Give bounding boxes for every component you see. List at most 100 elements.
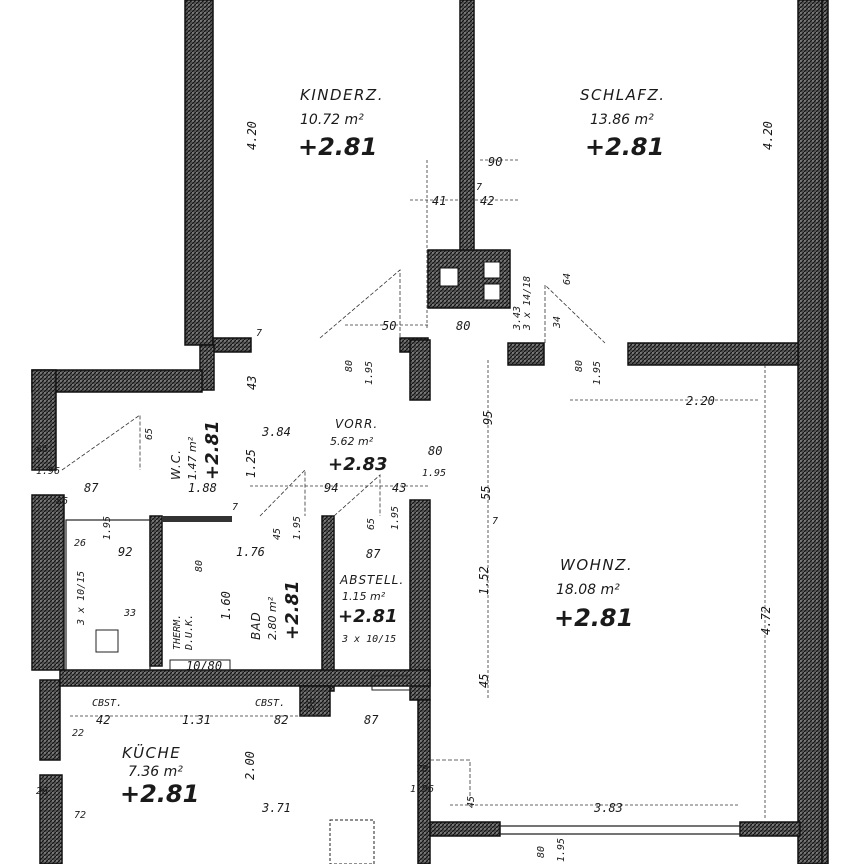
dim-text: 1.95	[592, 361, 603, 385]
dim-text: 1.96	[36, 466, 60, 477]
dim-text: 45	[466, 796, 477, 808]
dim-text: 1.95	[556, 838, 567, 862]
shower-area	[65, 519, 151, 671]
room-name: ABSTELL.	[339, 573, 404, 587]
dim-text: 1.25	[244, 449, 258, 478]
fixture-labels: D.U.K. THERM. 3 x 10/15 3 x 14/18 CBST. …	[76, 276, 533, 709]
room-name: KINDERZ.	[300, 86, 384, 104]
doors	[61, 269, 606, 800]
dim-text: 3.43	[512, 306, 523, 331]
wall-west-3	[39, 679, 61, 761]
room-area: 1.47 m²	[186, 436, 199, 480]
room-height: +2.81	[338, 606, 398, 627]
kitchen-counter	[329, 819, 375, 864]
dim-text: 1.31	[182, 713, 211, 727]
dimension-lines	[70, 159, 766, 820]
room-area: 1.15 m²	[342, 590, 386, 603]
dim-text: 1.96	[410, 784, 434, 795]
dim-text: 43	[245, 376, 259, 390]
dim-text: 80	[194, 560, 205, 572]
room-name: W.C.	[169, 449, 183, 480]
fixtures	[65, 519, 411, 864]
cbst-label-1: CBST.	[92, 698, 122, 709]
wall-mid-3	[507, 342, 545, 366]
dim-text: 50	[306, 698, 317, 710]
wall-west-1	[31, 369, 57, 471]
dim-text: 3.84	[261, 425, 291, 439]
dim-text: 2.20	[686, 394, 715, 408]
wall-kitchen-top	[59, 669, 431, 687]
wall-bath-left	[149, 515, 163, 667]
dim-text: 2.00	[243, 751, 257, 780]
room-bad: BAD 2.80 m² +2.81	[249, 581, 303, 641]
dim-text: 1.88	[188, 481, 217, 495]
dim-text: 1.95	[292, 516, 303, 540]
dim-text: 45	[477, 674, 491, 688]
wall-kitchen-pier	[299, 685, 331, 717]
dim-text: 1.95	[390, 506, 401, 530]
dim-text: 80	[536, 846, 547, 858]
room-height: +2.81	[298, 133, 377, 161]
dim-text: 1.76	[236, 545, 265, 559]
dim-text: 87	[364, 713, 379, 727]
wall-south-1	[429, 821, 501, 837]
dim-text: 4.20	[761, 121, 775, 150]
room-name: SCHLAFZ.	[580, 86, 666, 104]
dim-text: 7	[232, 502, 238, 513]
room-area: 18.08 m²	[556, 582, 620, 598]
dim-text: 1.60	[219, 591, 233, 620]
dim-text: 1.95	[364, 361, 375, 385]
dim-text: 26	[36, 786, 48, 797]
room-wc: W.C. 1.47 m² +2.81	[169, 421, 223, 481]
dim-text: 26	[74, 538, 86, 549]
dim-text: 1.95	[422, 468, 446, 479]
dim-text: 42	[96, 713, 110, 727]
room-height: +2.81	[554, 604, 633, 632]
room-area: 13.86 m²	[590, 112, 654, 128]
abstell-shelf	[371, 675, 411, 691]
dim-text: 41	[432, 194, 446, 208]
chimney-vent-label: 3 x 14/18	[522, 276, 533, 331]
room-wohnz: WOHNZ. 18.08 m² +2.81	[554, 556, 633, 632]
room-vorr: VORR. 5.62 m² +2.83	[328, 417, 388, 475]
room-kinderz: KINDERZ. 10.72 m² +2.81	[298, 86, 384, 161]
dim-text: 33	[123, 608, 136, 619]
dim-text: 65	[366, 518, 377, 530]
dim-text: 50	[382, 319, 396, 333]
wall-mid-4	[627, 342, 799, 366]
wall-kinderz-left	[184, 0, 214, 346]
wall-bath-top	[162, 516, 232, 522]
room-area: 5.62 m²	[330, 435, 374, 448]
room-kueche: KÜCHE 7.36 m² +2.81	[120, 743, 199, 808]
dim-text: 42	[480, 194, 494, 208]
dim-text: 92	[118, 545, 132, 559]
room-name: BAD	[249, 611, 263, 640]
room-area: 10.72 m²	[300, 112, 364, 128]
dim-text: 1.95	[102, 516, 113, 540]
dim-text: 80	[574, 360, 585, 372]
dim-text: 7	[256, 328, 262, 339]
dim-text: 87	[366, 547, 381, 561]
dim-text: 45	[272, 528, 283, 540]
wall-bath-abstell	[321, 515, 335, 692]
wall-east-outer	[821, 0, 829, 864]
therm-label: THERM.	[172, 614, 183, 650]
walls	[31, 0, 829, 864]
wall-west-2	[31, 494, 65, 671]
dim-text: 22	[72, 728, 84, 739]
dim-text: 95	[481, 411, 495, 425]
room-name: VORR.	[335, 417, 378, 431]
dim-text: 4.20	[245, 121, 259, 150]
dim-text: 80	[344, 360, 355, 372]
dim-text: 80	[456, 319, 470, 333]
dim-text: 82	[274, 713, 288, 727]
dim-text: 87	[84, 481, 99, 495]
dim-text: 64	[562, 273, 573, 285]
room-area: 2.80 m²	[266, 596, 279, 640]
chimney-flue-2	[483, 261, 501, 279]
dim-text: 43	[392, 481, 406, 495]
dim-text: 86	[36, 444, 48, 455]
room-name: KÜCHE	[122, 743, 181, 762]
dim-text: 4.72	[759, 606, 773, 635]
